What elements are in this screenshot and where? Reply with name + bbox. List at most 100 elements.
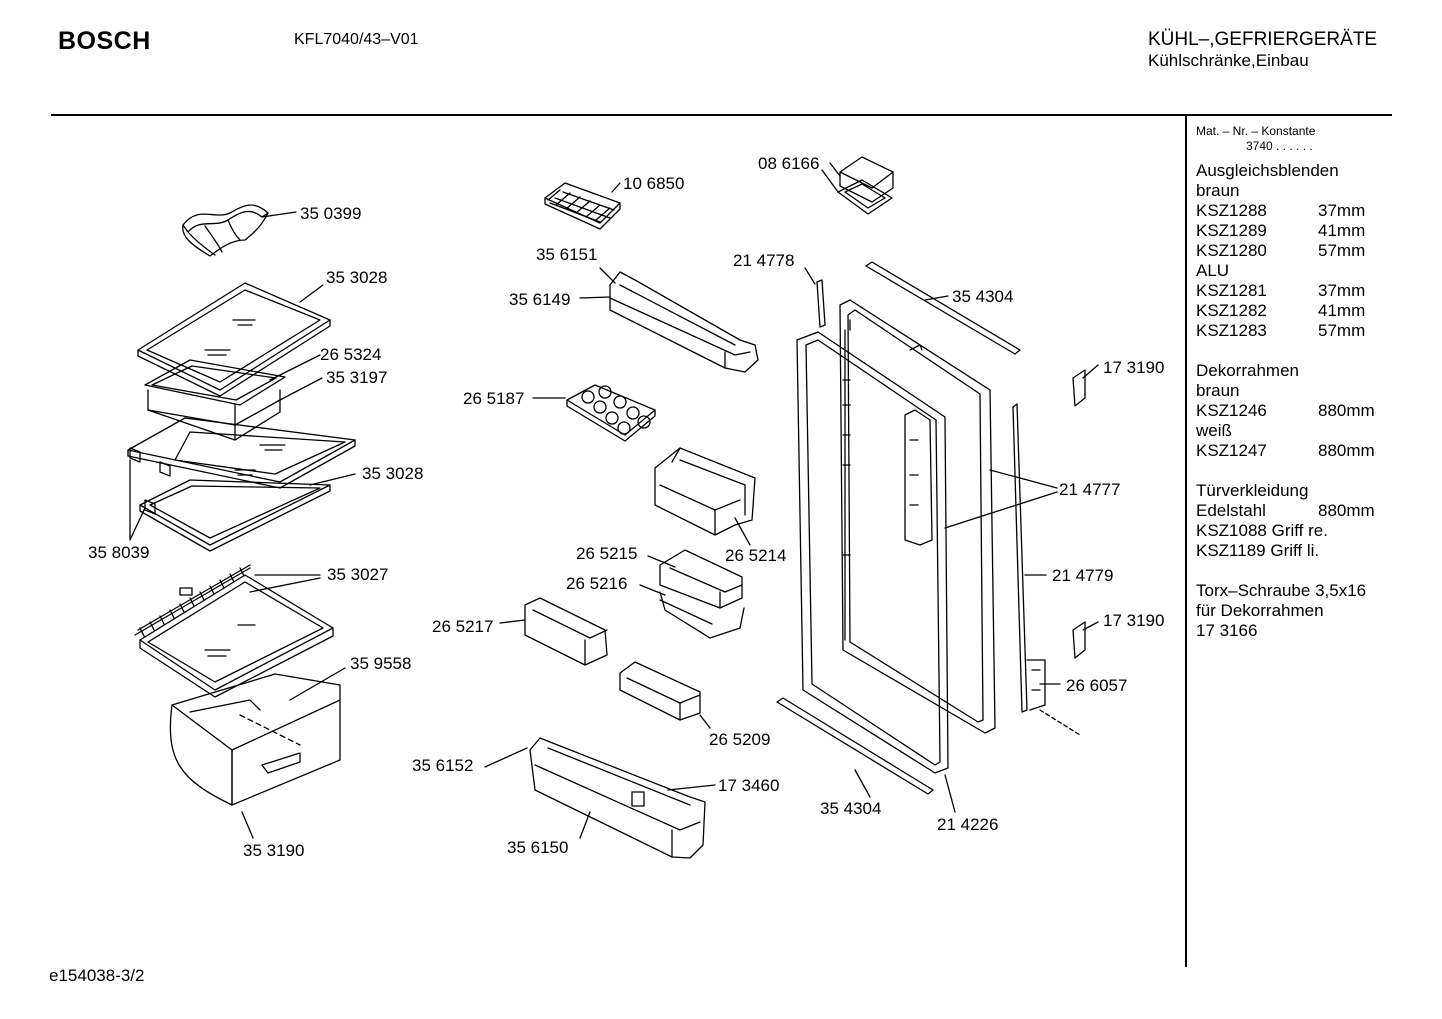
callout-265215: 26 5215: [576, 544, 638, 563]
accessory-row: KSZ1282 41mm: [1196, 301, 1392, 321]
accessory-size: 41mm: [1318, 221, 1366, 240]
callout-353027: 35 3027: [327, 565, 389, 584]
callout-353190: 35 3190: [243, 841, 305, 860]
accessory-name: KSZ1246: [1196, 401, 1267, 420]
part-door-box-265214: [655, 448, 755, 535]
part-glass-shelf-top: [138, 283, 330, 396]
drawing-id: e154038-3/2: [49, 966, 145, 985]
accessory-name: 17 3166: [1196, 621, 1258, 640]
part-rail-top: [866, 262, 1020, 354]
callout-214778: 21 4778: [733, 251, 795, 270]
callout-265187: 26 5187: [463, 389, 525, 408]
accessory-name: Torx–Schraube 3,5x16: [1196, 581, 1367, 600]
part-strip-214778: [817, 280, 825, 327]
header-divider: [51, 114, 1392, 116]
accessory-row: KSZ1088 Griff re.: [1196, 521, 1392, 541]
accessory-row: für Dekorrahmen: [1196, 601, 1392, 621]
part-door-seal: [797, 332, 948, 773]
part-egg-tray: [567, 385, 655, 441]
callout-265216: 26 5216: [566, 574, 628, 593]
accessory-row: 17 3166: [1196, 621, 1392, 641]
callout-214779: 21 4779: [1052, 566, 1114, 585]
callout-359558: 35 9558: [350, 654, 412, 673]
accessory-row: braun: [1196, 381, 1392, 401]
callout-173190-a: 17 3190: [1103, 358, 1165, 377]
leader-lines: [130, 163, 1098, 838]
callout-086166: 08 6166: [758, 154, 820, 173]
model-number: KFL7040/43–V01: [294, 31, 419, 48]
part-box-086166: [838, 157, 893, 214]
accessory-row: weiß: [1196, 421, 1392, 441]
callout-353028-mid: 35 3028: [362, 464, 424, 483]
accessory-row: Dekorrahmen: [1196, 361, 1392, 381]
callout-173190-b: 17 3190: [1103, 611, 1165, 630]
part-door-shelf-lower: [530, 738, 705, 858]
accessory-size: 880mm: [1318, 441, 1375, 460]
accessory-row: ALU: [1196, 261, 1392, 281]
accessory-list: Mat. – Nr. – Konstante 3740 . . . . . . …: [1196, 124, 1392, 641]
accessory-row: Türverkleidung: [1196, 481, 1392, 501]
accessory-name: KSZ1282: [1196, 301, 1267, 320]
accessory-name: für Dekorrahmen: [1196, 601, 1324, 620]
part-bin-265209: [620, 662, 700, 720]
callout-265324: 26 5324: [320, 345, 382, 364]
part-bin-265215: [660, 550, 742, 608]
part-door-shelf-356149: [610, 272, 758, 372]
accessory-name: KSZ1281: [1196, 281, 1267, 300]
accessory-name: Edelstahl: [1196, 501, 1266, 520]
part-bracket-173190-b: [1073, 622, 1085, 658]
accessory-name: Türverkleidung: [1196, 481, 1309, 500]
accessory-row: KSZ1289 41mm: [1196, 221, 1392, 241]
part-strip-214779: [1013, 404, 1080, 735]
callout-173460: 17 3460: [718, 776, 780, 795]
part-bin-265217: [525, 598, 607, 665]
callout-354304-bottom: 35 4304: [820, 799, 882, 818]
callout-356151: 35 6151: [536, 245, 598, 264]
part-bin-265216: [660, 592, 744, 638]
accessory-name: Ausgleichsblenden: [1196, 161, 1339, 180]
part-clip-350399: [183, 205, 268, 256]
callout-358039: 35 8039: [88, 543, 150, 562]
accessory-name: KSZ1289: [1196, 221, 1267, 240]
callout-353028-top: 35 3028: [326, 268, 388, 287]
callout-356150: 35 6150: [507, 838, 569, 857]
part-bracket-173190-a: [1073, 370, 1085, 406]
exploded-parts-diagram: [0, 0, 1185, 960]
category-title: KÜHL–,GEFRIERGERÄTE: [1148, 29, 1378, 50]
accessory-size: 41mm: [1318, 301, 1366, 320]
part-glass-shelf-lower: [140, 480, 330, 551]
accessory-size: 37mm: [1318, 201, 1366, 220]
accessory-row: Torx–Schraube 3,5x16: [1196, 581, 1392, 601]
accessory-name: braun: [1196, 381, 1240, 400]
callout-356149: 35 6149: [509, 290, 571, 309]
mat-nr-label: Mat. – Nr. – Konstante: [1196, 124, 1316, 138]
accessory-row: KSZ1247 880mm: [1196, 441, 1392, 461]
callout-354304-top: 35 4304: [952, 287, 1014, 306]
part-glass-shelf-middle: [128, 418, 355, 488]
callout-266057: 26 6057: [1066, 676, 1128, 695]
callout-265214: 26 5214: [725, 546, 787, 565]
mat-nr-value: 3740 . . . . . .: [1246, 139, 1313, 153]
accessory-size: 57mm: [1318, 241, 1366, 260]
brand-logo: BOSCH: [58, 27, 151, 55]
accessory-name: ALU: [1196, 261, 1230, 280]
accessory-name: braun: [1196, 181, 1240, 200]
sidebar-divider: [1185, 116, 1187, 967]
accessory-name: Dekorrahmen: [1196, 361, 1299, 380]
callout-214226: 21 4226: [937, 815, 999, 834]
accessory-size: 37mm: [1318, 281, 1366, 300]
accessory-size: 57mm: [1318, 321, 1366, 340]
accessory-name: KSZ1088 Griff re.: [1196, 521, 1328, 540]
part-door-inner-panel: [840, 300, 995, 733]
part-ice-tray: [545, 183, 620, 229]
accessory-name: KSZ1247: [1196, 441, 1267, 460]
part-crisper-drawer: [170, 674, 340, 805]
accessory-row: [1196, 461, 1392, 481]
part-glass-shelf-353027: [135, 565, 333, 697]
category-subtitle: Kühlschränke,Einbau: [1148, 51, 1309, 70]
accessory-name: weiß: [1196, 421, 1232, 440]
accessory-row: [1196, 561, 1392, 581]
accessory-name: KSZ1189 Griff li.: [1196, 541, 1320, 560]
